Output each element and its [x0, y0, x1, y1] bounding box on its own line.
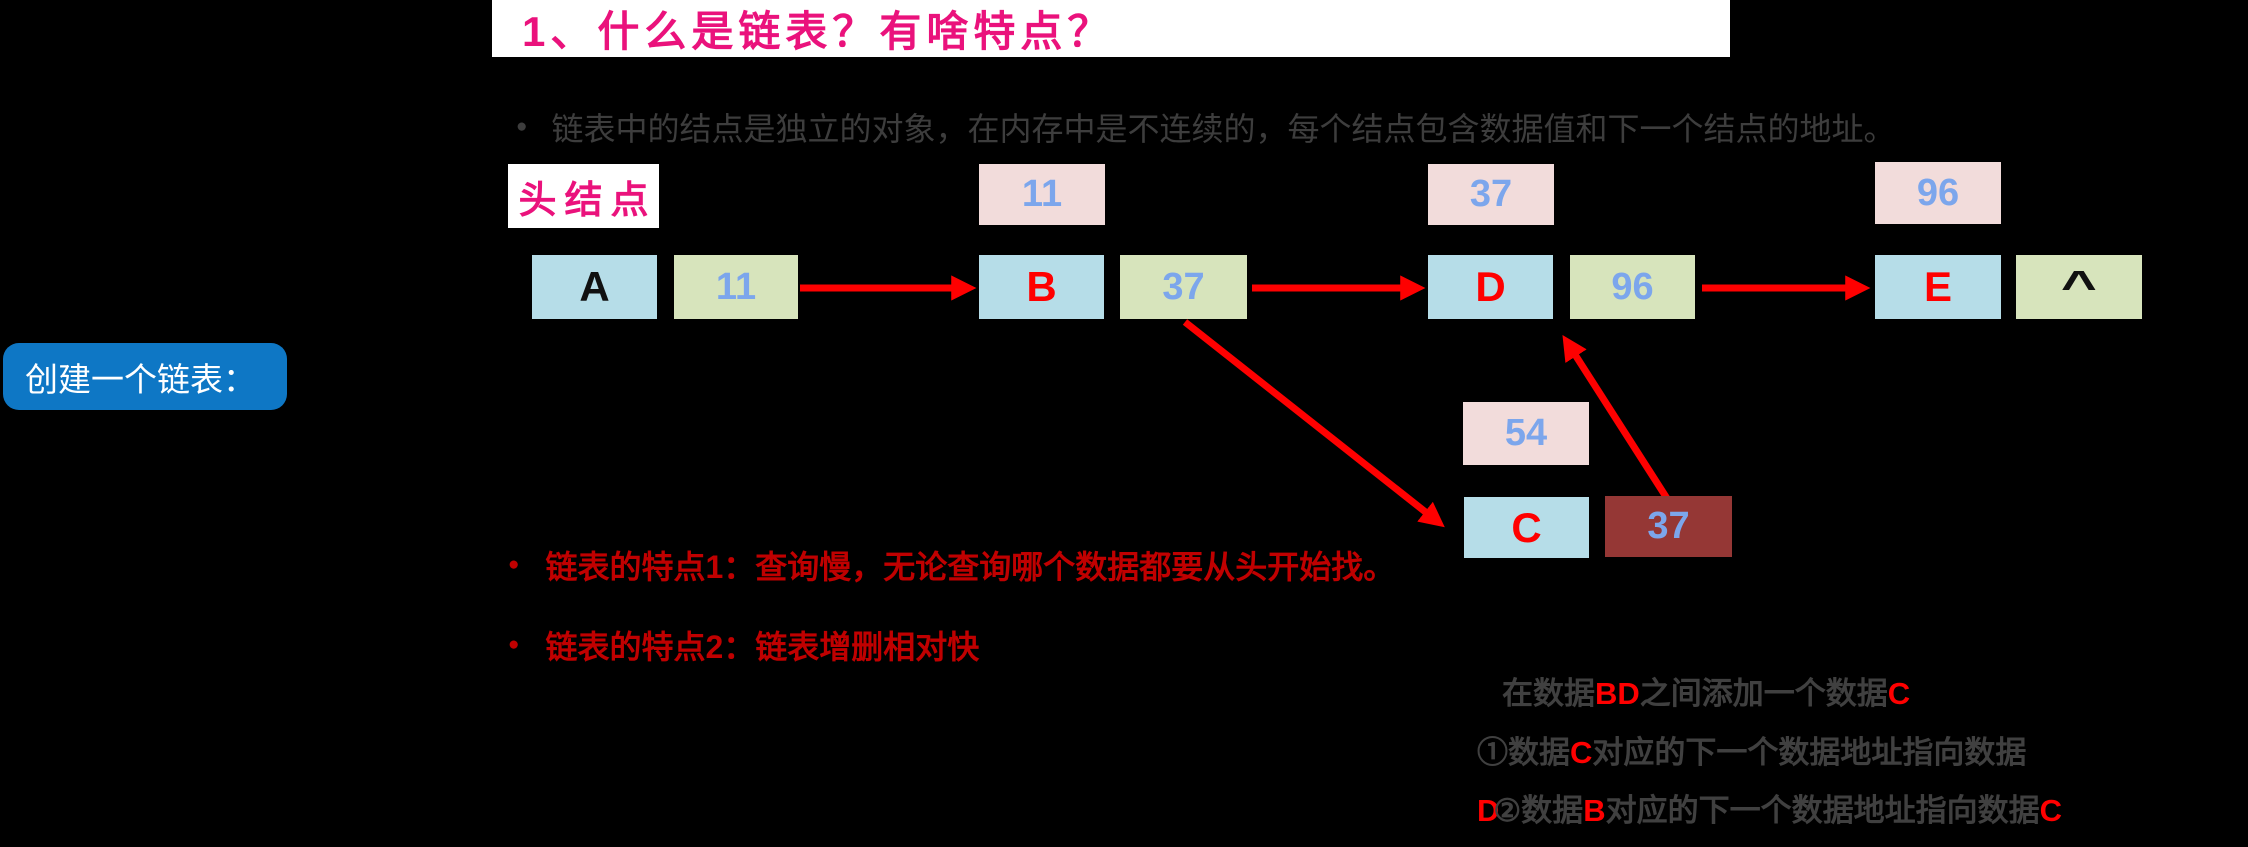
page-title: 1、什么是链表？有啥特点？ — [522, 8, 1115, 55]
node-d-value: D — [1475, 263, 1506, 310]
node-c-value-cell: C — [1464, 497, 1589, 558]
note-highlight: B — [1583, 793, 1606, 828]
create-list-button: 创建一个链表： — [3, 343, 287, 410]
note-highlight: BD — [1595, 676, 1640, 711]
note-text: ②数据 — [1493, 793, 1584, 828]
feature-1-text: 链表的特点1：查询慢，无论查询哪个数据都要从头开始找。 — [545, 549, 1396, 585]
note-text: ①数据 — [1477, 735, 1570, 770]
node-b-value: B — [1026, 263, 1057, 310]
bullet-icon: ● — [508, 634, 520, 655]
create-list-label: 创建一个链表： — [25, 360, 256, 398]
node-c-address-cell: 54 — [1463, 402, 1589, 465]
note-line-3: D②数据B对应的下一个数据地址指向数据C — [1477, 785, 2062, 830]
note-highlight: D — [1477, 793, 1500, 828]
node-c-address: 54 — [1504, 412, 1548, 454]
head-node-label-box: 头结点 — [508, 164, 659, 228]
node-c-next: 37 — [1647, 505, 1690, 547]
node-d-next: 96 — [1611, 265, 1654, 308]
head-node-label: 头结点 — [518, 179, 657, 222]
arrow-b-next-to-c — [1182, 319, 1445, 528]
note-line-2: ①数据C对应的下一个数据地址指向数据 — [1477, 727, 2026, 772]
bullet-icon: ● — [516, 116, 528, 137]
feature-line-1: ● 链表的特点1：查询慢，无论查询哪个数据都要从头开始找。 — [508, 542, 1395, 588]
node-e-next-null: ^ — [2061, 262, 2097, 311]
note-text: 之间添加一个数据 — [1639, 676, 1888, 711]
note-line-1: 在数据BD之间添加一个数据C — [1502, 668, 1910, 713]
node-a-next: 11 — [715, 265, 757, 308]
node-d-address-cell: 37 — [1428, 164, 1554, 225]
intro-text: 链表中的结点是独立的对象，在内存中是不连续的，每个结点包含数据值和下一个结点的地… — [551, 111, 1896, 147]
note-highlight: C — [1887, 676, 1911, 711]
node-e-value-cell: E — [1875, 255, 2001, 319]
node-d-address: 37 — [1469, 173, 1513, 215]
node-e-next-cell: ^ — [2016, 255, 2142, 319]
feature-line-2: ● 链表的特点2：链表增删相对快 — [508, 622, 979, 668]
bullet-icon: ● — [508, 554, 520, 575]
note-text: 对应的下一个数据地址指向数据 — [1592, 735, 2027, 770]
node-b-address: 11 — [1021, 173, 1063, 215]
node-b-address-cell: 11 — [979, 164, 1105, 225]
node-d-value-cell: D — [1428, 255, 1553, 319]
node-c-next-cell: 37 — [1605, 496, 1732, 557]
node-a-next-cell: 11 — [674, 255, 798, 319]
node-e-address: 96 — [1916, 171, 1960, 214]
node-e-address-cell: 96 — [1875, 162, 2001, 224]
node-e-value: E — [1923, 263, 1952, 310]
note-text: 在数据 — [1502, 676, 1595, 711]
node-d-next-cell: 96 — [1570, 255, 1695, 319]
title-banner: 1、什么是链表？有啥特点？ — [492, 0, 1730, 57]
note-highlight: C — [1570, 735, 1593, 770]
feature-2-text: 链表的特点2：链表增删相对快 — [545, 629, 980, 665]
node-c-value: C — [1511, 503, 1542, 551]
intro-line: ● 链表中的结点是独立的对象，在内存中是不连续的，每个结点包含数据值和下一个结点… — [516, 104, 1896, 150]
node-a-value-cell: A — [532, 255, 657, 319]
node-a-value: A — [579, 263, 610, 310]
node-b-next-cell: 37 — [1120, 255, 1247, 319]
node-b-next: 37 — [1162, 265, 1205, 308]
node-b-value-cell: B — [979, 255, 1104, 319]
note-text: 对应的下一个数据地址指向数据 — [1605, 793, 2040, 828]
note-highlight: C — [2039, 793, 2062, 828]
